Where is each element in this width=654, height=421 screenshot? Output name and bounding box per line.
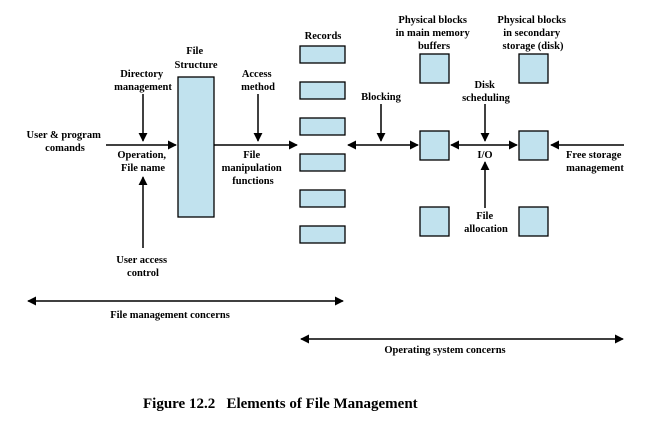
record-box — [299, 225, 346, 244]
user-access-control-label: User access control — [116, 255, 169, 279]
records-label: Records — [305, 31, 342, 42]
access-method-label: Access method — [241, 69, 275, 93]
disk-block-box — [518, 53, 549, 84]
record-box — [299, 45, 346, 64]
disk-block-box — [518, 206, 549, 237]
disk-scheduling-label: Disk scheduling — [462, 80, 511, 104]
free-storage-management-label: Free storage management — [566, 150, 624, 174]
disk-block-box — [518, 130, 549, 161]
io-label: I/O — [477, 150, 492, 161]
memory-block-box — [419, 130, 450, 161]
file-allocation-label: File allocation — [464, 211, 508, 235]
user-program-label: User & program comands — [27, 130, 104, 154]
blocking-label: Blocking — [361, 92, 401, 103]
physical-blocks-secondary-label: Physical blocks in secondary storage (di… — [497, 15, 568, 52]
memory-block-box — [419, 53, 450, 84]
record-box — [299, 81, 346, 100]
directory-management-label: Directory management — [114, 69, 172, 93]
figure-caption: Figure 12.2 Elements of File Management — [143, 396, 418, 412]
operation-file-name-label: Operation, File name — [117, 150, 168, 174]
file-manipulation-label: File manipulation functions — [222, 150, 285, 187]
file-structure-box — [177, 76, 215, 218]
record-box — [299, 117, 346, 136]
operating-system-concerns-label: Operating system concerns — [384, 345, 505, 356]
physical-blocks-memory-label: Physical blocks in main memory buffers — [396, 15, 473, 52]
memory-block-box — [419, 206, 450, 237]
file-management-concerns-label: File management concerns — [110, 310, 230, 321]
record-box — [299, 189, 346, 208]
record-box — [299, 153, 346, 172]
file-structure-label: File Structure — [175, 46, 218, 71]
